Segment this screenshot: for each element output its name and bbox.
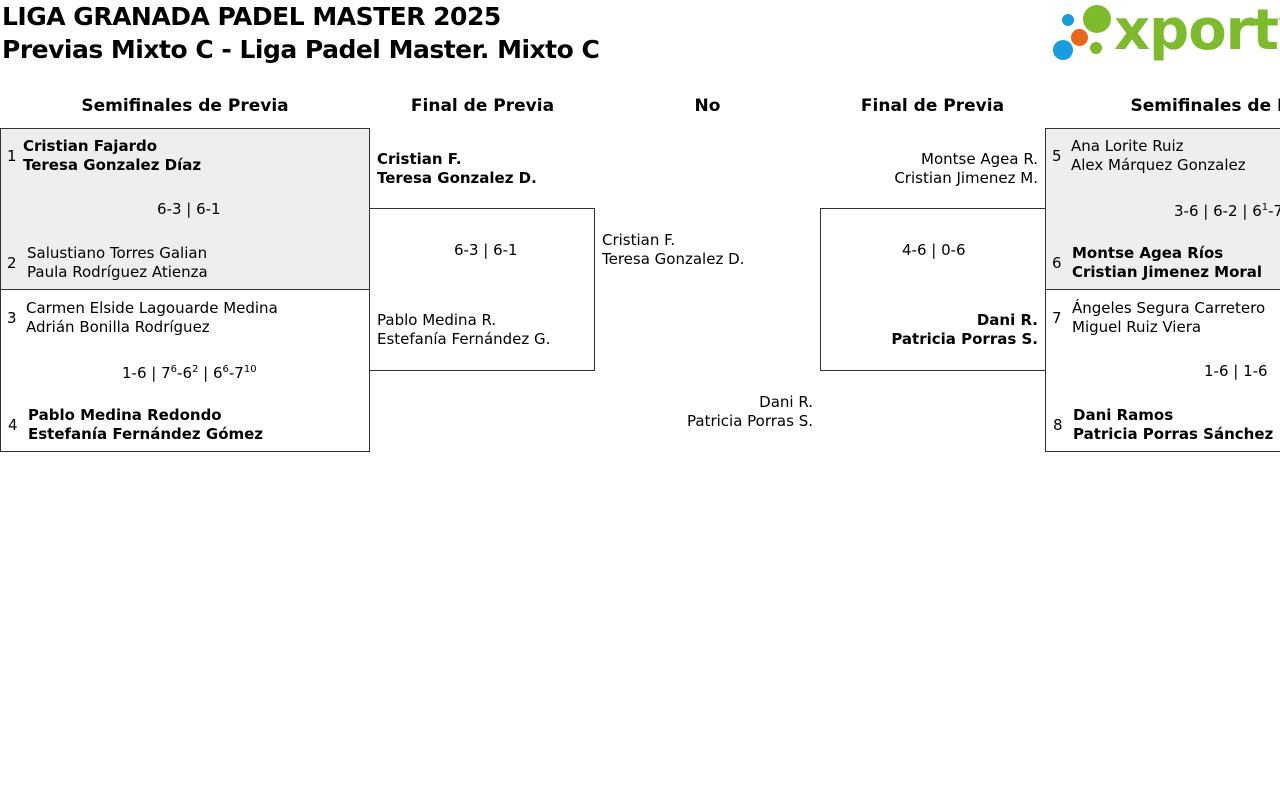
match-box-left-final[interactable]: 6-3 | 6-1 Pablo Medina R.Estefanía Ferná…: [369, 208, 595, 371]
match-box-right-final[interactable]: 4-6 | 0-6 Dani R.Patricia Porras S.: [820, 208, 1046, 371]
match-score: 6-3 | 6-1: [157, 200, 221, 218]
seed-number: 3: [7, 309, 17, 327]
match-score: 1-6 | 76-62 | 66-710: [122, 364, 257, 382]
match-score: 3-6 | 6-2 | 61-710: [1174, 202, 1280, 220]
logo-dot-green: [1083, 5, 1111, 33]
logo-dot-blue-small: [1062, 14, 1074, 26]
seed-number: 4: [8, 416, 18, 434]
match-score: 6-3 | 6-1: [454, 241, 518, 259]
match-score: 1-6 | 1-6: [1204, 362, 1268, 380]
logo-dot-orange: [1071, 29, 1088, 46]
logo-dot-green-small: [1090, 42, 1102, 54]
column-header-right-semis: Semifinales de P: [1130, 96, 1280, 116]
seed-number: 2: [7, 254, 17, 272]
page-subtitle: Previas Mixto C - Liga Padel Master. Mix…: [2, 35, 600, 64]
player-name[interactable]: Dani R.Patricia Porras S.: [891, 311, 1038, 348]
xporty-logo[interactable]: xporty: [1050, 0, 1280, 68]
logo-dot-blue: [1053, 40, 1073, 60]
player-name[interactable]: Montse Agea R.Cristian Jimenez M.: [894, 150, 1038, 187]
seed-number: 5: [1052, 147, 1062, 165]
column-header-left-semis: Semifinales de Previa: [81, 96, 289, 116]
player-name[interactable]: Cristian F.Teresa Gonzalez D.: [377, 150, 537, 187]
seed-number: 8: [1053, 416, 1063, 434]
player-name[interactable]: Pablo Medina R.Estefanía Fernández G.: [377, 311, 551, 348]
center-right-winner[interactable]: Dani R.Patricia Porras S.: [687, 393, 813, 430]
seed-number: 7: [1052, 309, 1062, 327]
column-header-left-final: Final de Previa: [410, 96, 555, 116]
seed-number: 6: [1052, 254, 1062, 272]
column-header-right-final: Final de Previa: [860, 96, 1005, 116]
logo-text: xporty: [1114, 0, 1280, 63]
page-title: LIGA GRANADA PADEL MASTER 2025: [2, 2, 501, 31]
match-score: 4-6 | 0-6: [902, 241, 966, 259]
center-left-winner[interactable]: Cristian F.Teresa Gonzalez D.: [602, 231, 745, 268]
seed-number: 1: [7, 147, 17, 165]
column-header-center: No: [694, 96, 721, 116]
